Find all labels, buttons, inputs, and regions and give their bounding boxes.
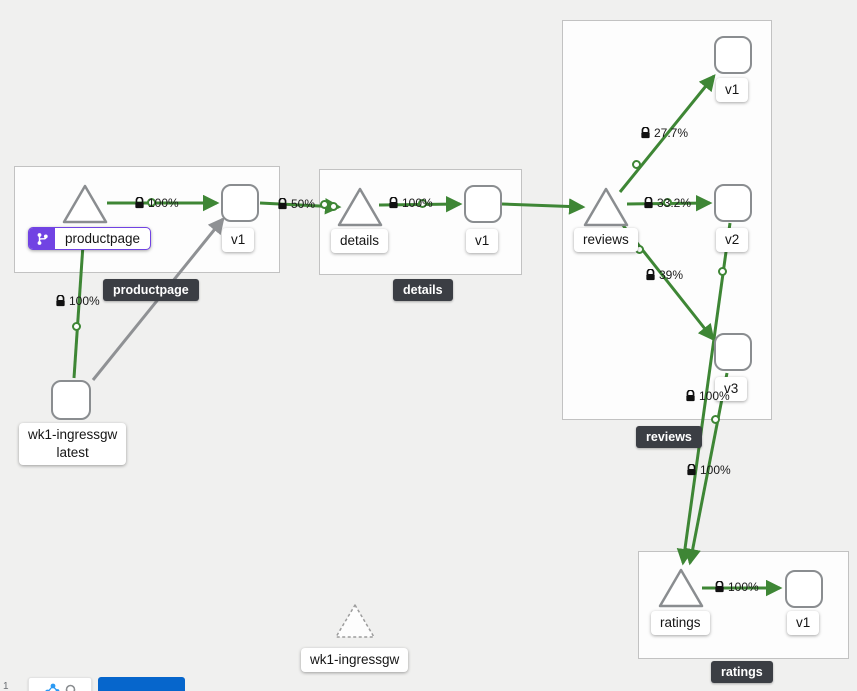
group-badge-ratings: ratings <box>711 661 773 683</box>
node-label-details-v1[interactable]: v1 <box>466 229 499 254</box>
node-label-text: productpage <box>65 231 141 246</box>
service-node-ratings[interactable] <box>655 565 707 611</box>
node-label-ratings[interactable]: ratings <box>651 611 710 636</box>
service-node-ingress-idle[interactable] <box>331 600 379 642</box>
lock-icon <box>641 127 650 139</box>
edge-label-productpage-v1: 100% <box>134 196 179 210</box>
node-label-reviews[interactable]: reviews <box>574 228 638 253</box>
circle-icon <box>65 684 76 691</box>
edge-handle[interactable] <box>663 198 672 207</box>
node-label-reviews-v2[interactable]: v2 <box>716 228 749 253</box>
group-badge-reviews: reviews <box>636 426 702 448</box>
service-node-productpage[interactable] <box>59 181 111 227</box>
service-node-reviews[interactable] <box>580 184 632 230</box>
virtual-service-icon <box>29 228 55 249</box>
group-badge-details: details <box>393 279 453 301</box>
node-label-line1: wk1-ingressgw <box>28 427 118 442</box>
lock-icon <box>686 390 695 402</box>
toolbar-partial-text: 1 <box>3 681 9 691</box>
edge-handle[interactable] <box>632 160 641 169</box>
edge-label-v1-details: 50% <box>277 197 315 211</box>
workload-node-reviews-v3[interactable] <box>714 333 752 371</box>
workload-node-ratings-v1[interactable] <box>785 570 823 608</box>
edge-label-details-v1: 100% <box>388 196 433 210</box>
workload-node-ingressgw[interactable] <box>51 380 91 420</box>
lock-icon <box>135 197 144 209</box>
node-label-reviews-v3[interactable]: v3 <box>715 377 748 402</box>
lock-icon <box>389 197 398 209</box>
edge-label-reviews-v3: 39% <box>645 268 683 282</box>
lock-icon <box>687 464 696 476</box>
edge-label-reviews-v2: 33.2% <box>643 196 691 210</box>
lock-icon <box>278 198 287 210</box>
edge-handle[interactable] <box>72 322 81 331</box>
edge-handle[interactable] <box>711 415 720 424</box>
edge-label-reviews-v1: 27.7% <box>640 126 688 140</box>
edge-handle[interactable] <box>320 200 329 209</box>
lock-icon <box>644 197 653 209</box>
workload-node-details-v1[interactable] <box>464 185 502 223</box>
lock-icon <box>715 581 724 593</box>
node-label-ingress-service[interactable]: wk1-ingressgw <box>301 648 409 673</box>
workload-node-reviews-v2[interactable] <box>714 184 752 222</box>
workload-node-productpage-v1[interactable] <box>221 184 259 222</box>
node-label-ratings-v1[interactable]: v1 <box>787 611 820 636</box>
edge-label-v3-ratings: 100% <box>686 463 731 477</box>
edge-label-v2-ratings: 100% <box>685 389 730 403</box>
service-node-details[interactable] <box>334 184 386 230</box>
workload-node-reviews-v1[interactable] <box>714 36 752 74</box>
node-label-productpage[interactable]: productpage <box>28 227 152 250</box>
lock-icon <box>646 269 655 281</box>
node-label-line2: latest <box>56 445 89 461</box>
graph-icon <box>45 683 60 691</box>
node-label-productpage-v1[interactable]: v1 <box>222 228 255 253</box>
edge-handle[interactable] <box>418 199 427 208</box>
node-label-details[interactable]: details <box>331 229 389 254</box>
legend-button[interactable] <box>98 677 185 691</box>
edge-handle[interactable] <box>718 267 727 276</box>
edge-label-gw-productpage: 100% <box>55 294 100 308</box>
node-label-ingressgw[interactable]: wk1-ingressgw latest <box>19 423 127 466</box>
edge-handle[interactable] <box>147 198 156 207</box>
group-badge-productpage: productpage <box>103 279 199 301</box>
lock-icon <box>56 295 65 307</box>
graph-tool-button[interactable] <box>28 677 92 691</box>
node-label-reviews-v1[interactable]: v1 <box>716 78 749 103</box>
edge-handle[interactable] <box>329 202 338 211</box>
edge-label-ratings-v1: 100% <box>714 580 759 594</box>
